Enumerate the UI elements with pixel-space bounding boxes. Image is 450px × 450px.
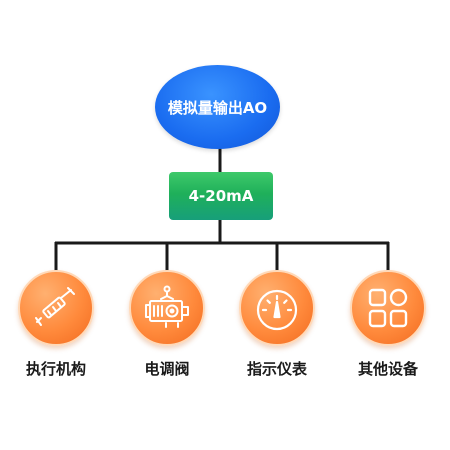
actuator-icon [33, 285, 79, 331]
gauge-icon [253, 284, 301, 332]
root-node-ao: 模拟量输出AO [155, 65, 280, 149]
device-circle-actuator [18, 270, 94, 346]
signal-node: 4-20mA [169, 172, 273, 220]
device-label-gauge: 指示仪表 [246, 360, 307, 378]
device-label-electric-valve: 电调阀 [144, 360, 190, 378]
electric-valve-icon [142, 283, 192, 333]
device-gauge: 指示仪表 [222, 270, 332, 379]
device-other: 其他设备 [333, 270, 443, 379]
device-circle-other [350, 270, 426, 346]
root-node-label: 模拟量输出AO [167, 98, 268, 117]
device-electric-valve: 电调阀 [112, 270, 222, 379]
device-circle-electric-valve [129, 270, 205, 346]
grid-apps-icon [365, 285, 411, 331]
device-label-actuator: 执行机构 [25, 360, 86, 378]
device-actuator: 执行机构 [1, 270, 111, 379]
device-circle-gauge [239, 270, 315, 346]
signal-node-label: 4-20mA [188, 187, 254, 205]
device-label-other: 其他设备 [357, 360, 418, 378]
